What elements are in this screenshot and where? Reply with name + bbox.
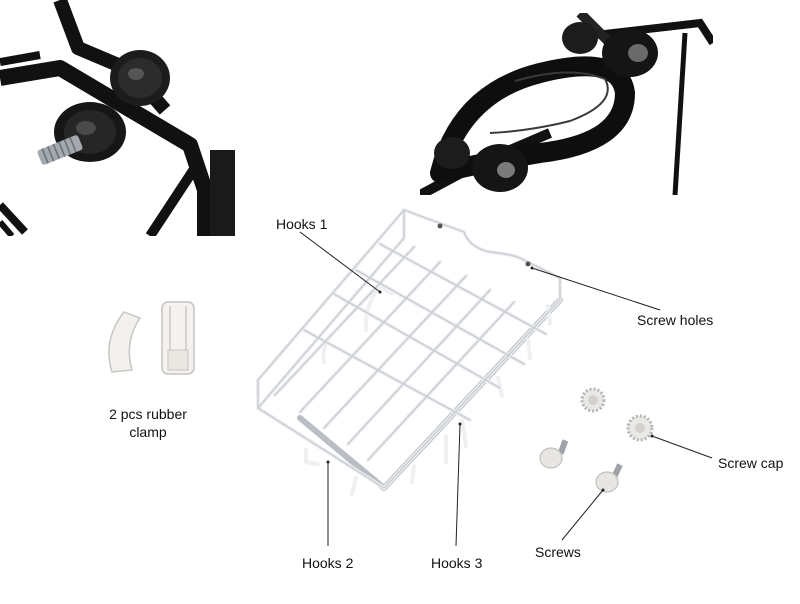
label-screw-cap: Screw cap bbox=[718, 455, 784, 471]
screw-cap-lower-icon bbox=[626, 414, 654, 442]
ring-knob-top-icon bbox=[562, 22, 658, 77]
leader-dots bbox=[326, 266, 654, 492]
wire-basket-illustration bbox=[256, 208, 563, 496]
rubber-clamp-flat-icon bbox=[161, 301, 195, 375]
knob-upper-icon bbox=[110, 50, 170, 106]
leader-lines bbox=[299, 231, 713, 547]
label-rubber-clamp: 2 pcs rubber clamp bbox=[96, 405, 200, 441]
label-rubber-clamp-line1: 2 pcs rubber bbox=[109, 406, 187, 422]
bracket-knob-photo bbox=[0, 0, 235, 236]
label-hooks-2: Hooks 2 bbox=[302, 555, 354, 571]
label-hooks-1: Hooks 1 bbox=[276, 216, 328, 232]
ring-knob-bottom-icon bbox=[434, 137, 528, 192]
bracket-knob-illustration bbox=[0, 0, 235, 236]
screw-upper-icon bbox=[539, 439, 569, 469]
label-rubber-clamp-line2: clamp bbox=[129, 424, 167, 440]
label-hooks-3: Hooks 3 bbox=[431, 555, 483, 571]
threaded-screw-icon bbox=[37, 135, 83, 165]
screw-cap-upper-icon bbox=[580, 387, 606, 413]
label-screw-holes: Screw holes bbox=[637, 312, 714, 328]
rubber-clamp-curved-icon bbox=[108, 311, 142, 373]
clamp-ring-illustration bbox=[420, 13, 713, 195]
label-screws: Screws bbox=[535, 544, 581, 560]
clamp-ring-photo bbox=[420, 13, 713, 195]
screw-lower-icon bbox=[595, 463, 623, 493]
